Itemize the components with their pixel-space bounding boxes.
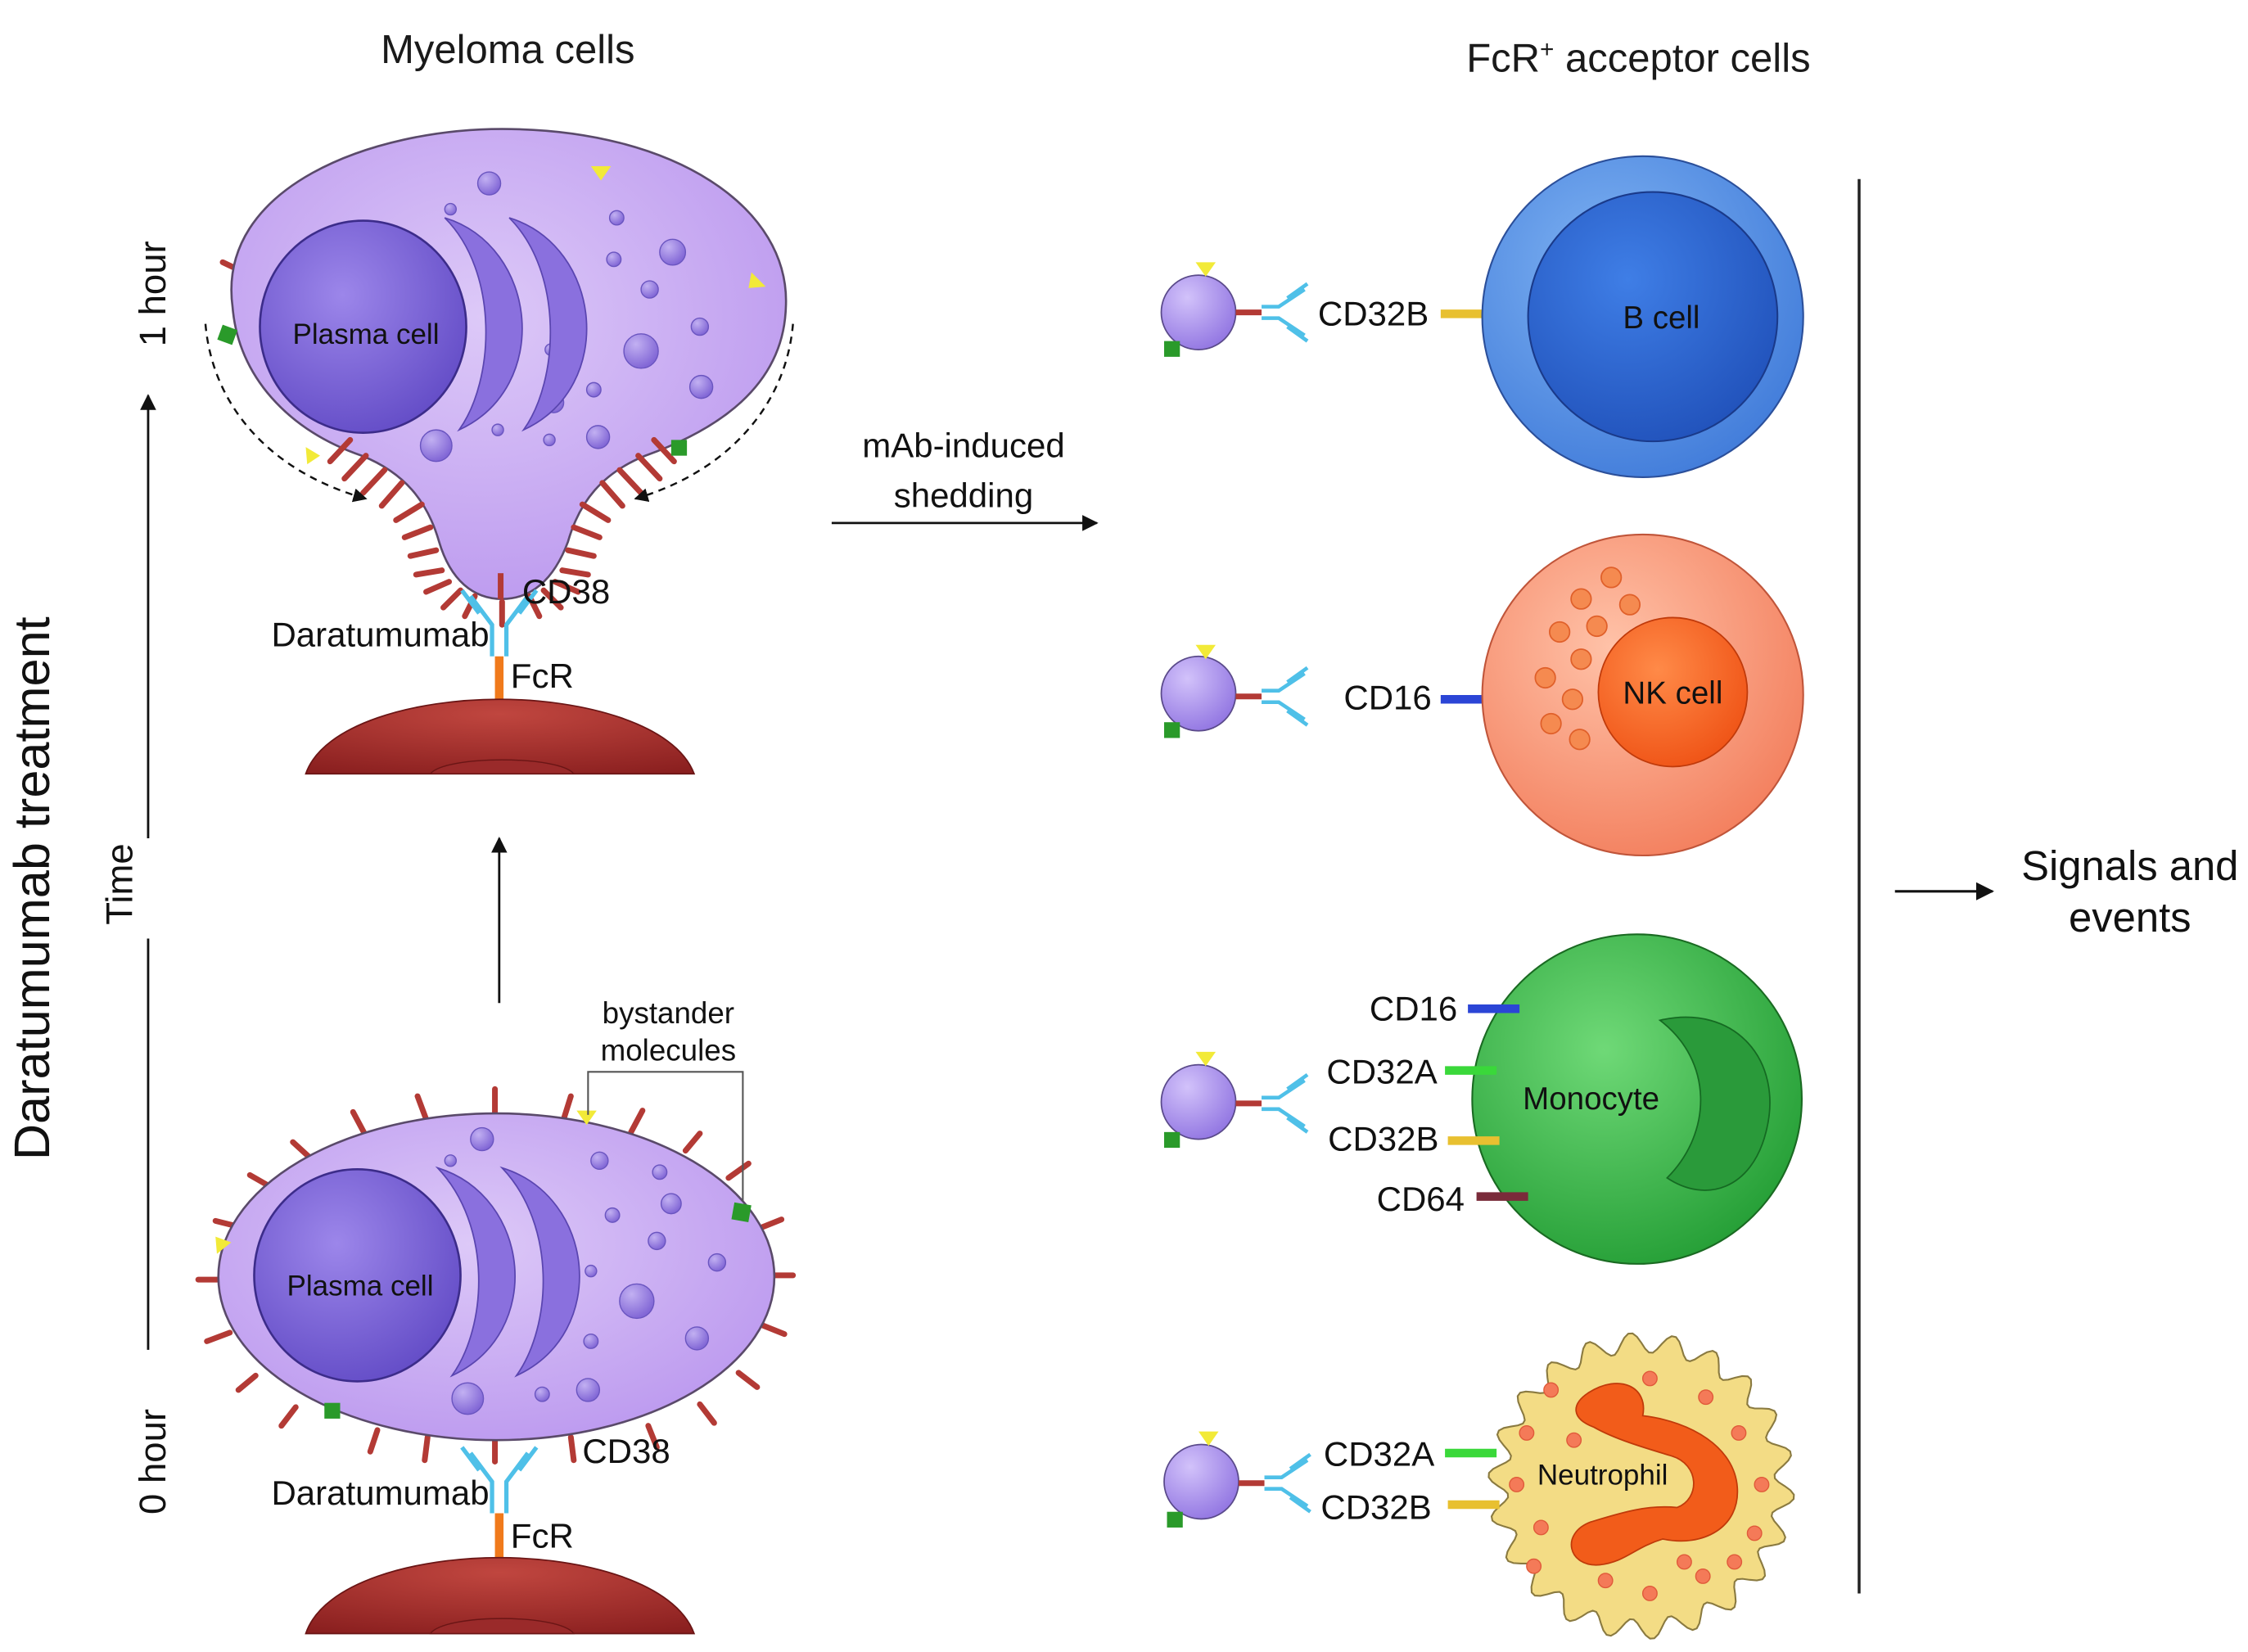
neut-vesicle-yellow-marker bbox=[1198, 1431, 1219, 1447]
top-host-nucleus bbox=[429, 759, 576, 774]
mono-receptor-label-2: CD32B bbox=[1328, 1120, 1438, 1158]
nk-transferred-vesicle bbox=[1160, 655, 1237, 732]
nk-receptor-label-0: CD16 bbox=[1343, 678, 1431, 716]
bottom-myeloma-cell: Plasma cell bystander molecules CD38 Dar… bbox=[195, 996, 797, 1635]
top-myeloma-cell: Plasma cell CD38 Daratumumab FcR bbox=[204, 128, 794, 775]
acceptor-title-sup: + bbox=[1540, 36, 1554, 63]
acceptor-title-fcr: FcR bbox=[1466, 37, 1540, 81]
top-er-fold-outer bbox=[444, 217, 523, 432]
neut-receptor-label-0: CD32A bbox=[1324, 1435, 1434, 1474]
bottom-er-fold-inner bbox=[499, 1166, 580, 1378]
acceptor-cells-title: FcR+ acceptor cells bbox=[1466, 36, 1810, 81]
top-shedding-arc-right bbox=[634, 323, 794, 503]
shedding-label-line1: mAb-induced bbox=[862, 426, 1064, 464]
nk-vesicle-yellow-marker bbox=[1195, 644, 1217, 660]
top-bystander-yellow-top bbox=[590, 166, 612, 181]
mono-receptor-label-0: CD16 bbox=[1370, 989, 1457, 1027]
neutrophil-label: Neutrophil bbox=[1537, 1459, 1668, 1491]
mono-bound-antibody bbox=[1262, 1072, 1309, 1134]
acceptor-row-monocyte: Monocyte CD16 CD32A CD32B CD64 bbox=[1160, 933, 1803, 1265]
mono-vesicle-green-marker bbox=[1164, 1131, 1180, 1149]
bottom-cd38-label: CD38 bbox=[582, 1432, 670, 1470]
acceptor-row-b-cell: CD32B B cell bbox=[1160, 155, 1804, 478]
top-bystander-green-left bbox=[217, 324, 238, 345]
top-fcr-label: FcR bbox=[511, 657, 574, 695]
nk-bound-antibody bbox=[1262, 666, 1309, 727]
bottom-bystander-green-right bbox=[731, 1202, 752, 1223]
top-nucleus-label: Plasma cell bbox=[293, 318, 440, 350]
top-nucleus bbox=[259, 219, 467, 434]
bystander-label-line1: bystander bbox=[603, 996, 734, 1030]
bottom-fcr-label: FcR bbox=[511, 1516, 574, 1555]
top-daratumumab-antibody bbox=[460, 589, 539, 657]
top-cd38-label: CD38 bbox=[522, 572, 610, 611]
top-cd38-cluster bbox=[327, 436, 677, 628]
mono-transferred-vesicle bbox=[1160, 1063, 1237, 1140]
acceptor-title-rest: acceptor cells bbox=[1554, 37, 1810, 81]
neutrophil-cell bbox=[1487, 1332, 1795, 1640]
nk-vesicle-green-marker bbox=[1164, 722, 1180, 738]
bottom-bystander-yellow-top bbox=[576, 1110, 597, 1126]
neut-vesicle-green-marker bbox=[1167, 1511, 1183, 1528]
nk-cell-label: NK cell bbox=[1623, 675, 1722, 711]
neutrophil-nucleus bbox=[1570, 1383, 1739, 1566]
acceptor-row-nk-cell: CD16 NK cell bbox=[1160, 533, 1804, 857]
shedding-label-line2: shedding bbox=[894, 476, 1033, 515]
signals-label-line1: Signals and bbox=[2021, 842, 2238, 889]
time-label: Time bbox=[99, 843, 141, 924]
top-host-cell bbox=[305, 698, 696, 775]
mono-receptor-label-3: CD64 bbox=[1377, 1180, 1465, 1218]
neut-bound-antibody bbox=[1264, 1452, 1311, 1514]
top-bystander-yellow-left bbox=[305, 447, 321, 465]
one-hour-label: 1 hour bbox=[132, 241, 174, 346]
bottom-host-nucleus bbox=[429, 1618, 576, 1635]
top-shedding-arc-left bbox=[204, 323, 368, 503]
bystander-label-line2: molecules bbox=[601, 1033, 736, 1067]
b-vesicle-green-marker bbox=[1164, 341, 1180, 357]
b-vesicle-yellow-marker bbox=[1195, 262, 1217, 277]
top-er-fold-inner bbox=[508, 217, 588, 432]
mono-vesicle-yellow-marker bbox=[1195, 1051, 1217, 1067]
myeloma-cells-title: Myeloma cells bbox=[381, 28, 634, 72]
mono-receptor-label-1: CD32A bbox=[1326, 1052, 1437, 1090]
bottom-nucleus bbox=[253, 1168, 462, 1383]
bottom-bystander-yellow-left bbox=[215, 1236, 232, 1254]
monocyte-label: Monocyte bbox=[1523, 1081, 1659, 1117]
signals-label-line2: events bbox=[2069, 894, 2192, 941]
nk-cell-nucleus bbox=[1597, 616, 1749, 768]
bottom-er-fold-outer bbox=[435, 1166, 516, 1378]
neut-receptor-label-1: CD32B bbox=[1320, 1487, 1431, 1526]
top-bystander-yellow-right bbox=[748, 272, 766, 288]
b-transferred-vesicle bbox=[1160, 274, 1237, 350]
nk-granules bbox=[1534, 566, 1641, 751]
bystander-bracket bbox=[587, 1071, 744, 1201]
daratumumab-treatment-label: Daratumumab treatment bbox=[4, 616, 60, 1160]
bottom-host-cell bbox=[305, 1556, 696, 1635]
bottom-nucleus-label: Plasma cell bbox=[287, 1270, 434, 1302]
top-bystander-green-right bbox=[670, 440, 688, 456]
b-receptor-label-0: CD32B bbox=[1318, 294, 1429, 332]
bottom-daratumumab-antibody bbox=[460, 1446, 539, 1514]
top-daratumumab-label: Daratumumab bbox=[271, 615, 489, 653]
acceptor-row-neutrophil: Neutrophil CD32A CD32B bbox=[1163, 1332, 1795, 1640]
b-bound-antibody bbox=[1262, 282, 1309, 343]
bottom-bystander-green-left bbox=[324, 1402, 341, 1419]
b-cell-label: B cell bbox=[1623, 300, 1700, 336]
bottom-daratumumab-label: Daratumumab bbox=[271, 1474, 489, 1512]
neut-transferred-vesicle bbox=[1163, 1443, 1239, 1520]
zero-hour-label: 0 hour bbox=[132, 1409, 174, 1514]
b-cell-nucleus bbox=[1527, 191, 1779, 443]
monocyte-nucleus bbox=[1658, 1016, 1771, 1191]
